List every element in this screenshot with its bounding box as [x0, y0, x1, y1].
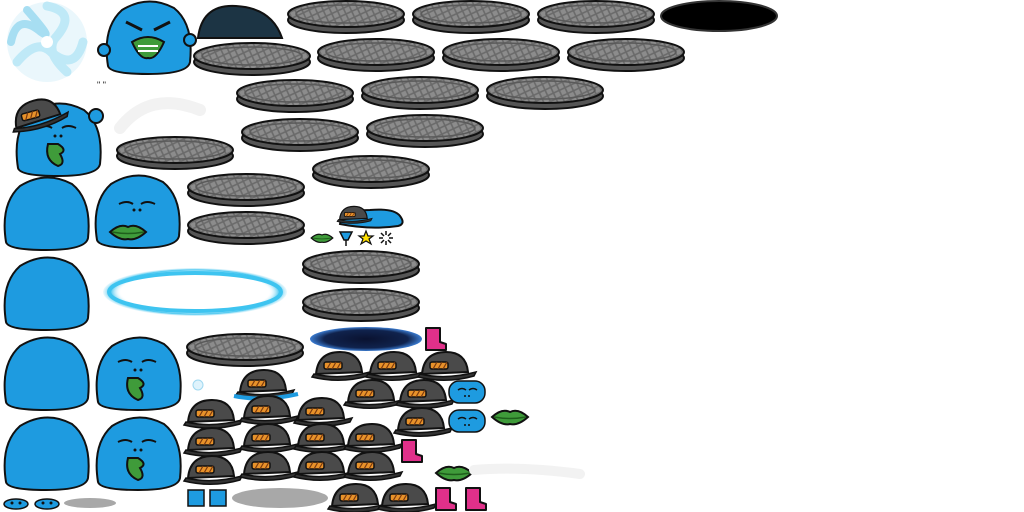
hand-icon — [187, 489, 205, 507]
blob-icon — [3, 336, 90, 411]
manhole-cover-icon — [302, 250, 420, 284]
cap-icon — [239, 451, 299, 482]
manhole-cover-icon — [412, 0, 530, 34]
cap-icon — [293, 397, 353, 428]
cap-icon — [233, 369, 299, 401]
lips-icon — [491, 409, 529, 426]
manhole-cover-icon — [312, 155, 430, 189]
manhole-hole-icon — [310, 327, 422, 351]
manhole-cover-icon — [486, 76, 604, 110]
blob-icon — [448, 380, 486, 404]
hand-icon — [338, 231, 354, 246]
manhole-cover-icon — [361, 76, 479, 110]
manhole-cover-icon — [317, 38, 435, 72]
manhole-cover-icon — [287, 0, 405, 34]
manhole-cover-icon — [366, 114, 484, 148]
cap-icon — [293, 451, 353, 482]
cap-icon — [293, 423, 353, 454]
sparkle-icon — [379, 231, 393, 245]
cap-icon — [417, 351, 477, 382]
manhole-cover-icon — [193, 42, 311, 76]
blob-icon — [95, 336, 182, 411]
portal-ring-icon — [107, 271, 283, 313]
star-icon — [357, 229, 375, 246]
manhole-cover-icon — [186, 333, 304, 367]
sparkle-icon — [192, 379, 204, 391]
cap-icon — [239, 395, 299, 426]
boot-icon — [435, 487, 457, 511]
cap-icon — [343, 423, 403, 454]
cap-icon — [377, 483, 437, 512]
blob-icon — [3, 176, 90, 251]
manhole-cover-icon — [236, 79, 354, 113]
foot-icon — [3, 498, 29, 510]
blob-icon — [336, 205, 404, 229]
blob-icon — [448, 409, 486, 433]
cap-icon — [311, 351, 371, 382]
cap-icon — [183, 399, 243, 430]
manhole-cover-icon — [187, 211, 305, 245]
cap-icon — [365, 351, 425, 382]
lips-icon — [435, 465, 473, 482]
swirl-icon — [469, 463, 585, 479]
cap-icon — [183, 455, 243, 486]
foot-icon — [34, 498, 60, 510]
cap-icon — [183, 427, 243, 458]
swirl-icon — [7, 1, 88, 82]
manhole-hole-icon — [196, 4, 284, 39]
cap-icon — [393, 407, 453, 438]
cap-icon — [343, 451, 403, 482]
lips-icon — [310, 233, 334, 244]
swirl-icon — [114, 97, 206, 134]
boot-icon — [401, 439, 423, 463]
manhole-cover-icon — [241, 118, 359, 152]
hand-icon — [209, 489, 227, 507]
blob-icon — [3, 256, 90, 331]
cap-icon — [327, 483, 387, 512]
manhole-cover-icon — [567, 38, 685, 72]
boot-icon — [425, 327, 447, 351]
manhole-cover-icon — [302, 288, 420, 322]
blob-icon — [97, 0, 197, 75]
boot-icon — [465, 487, 487, 511]
shadow-shape — [232, 488, 328, 508]
cap-icon — [343, 379, 403, 410]
manhole-cover-icon — [187, 173, 305, 207]
blob-icon — [95, 416, 182, 491]
cap-icon — [239, 423, 299, 454]
manhole-cover-icon — [116, 136, 234, 170]
shadow-shape — [64, 498, 116, 508]
blob-icon — [5, 91, 104, 177]
manhole-cover-icon — [442, 38, 560, 72]
manhole-hole-icon — [660, 0, 778, 32]
tiny-mark: " " — [97, 80, 106, 90]
manhole-cover-icon — [537, 0, 655, 34]
cap-icon — [395, 379, 455, 410]
blob-icon — [3, 416, 90, 491]
portal-ring-icon — [103, 268, 287, 316]
